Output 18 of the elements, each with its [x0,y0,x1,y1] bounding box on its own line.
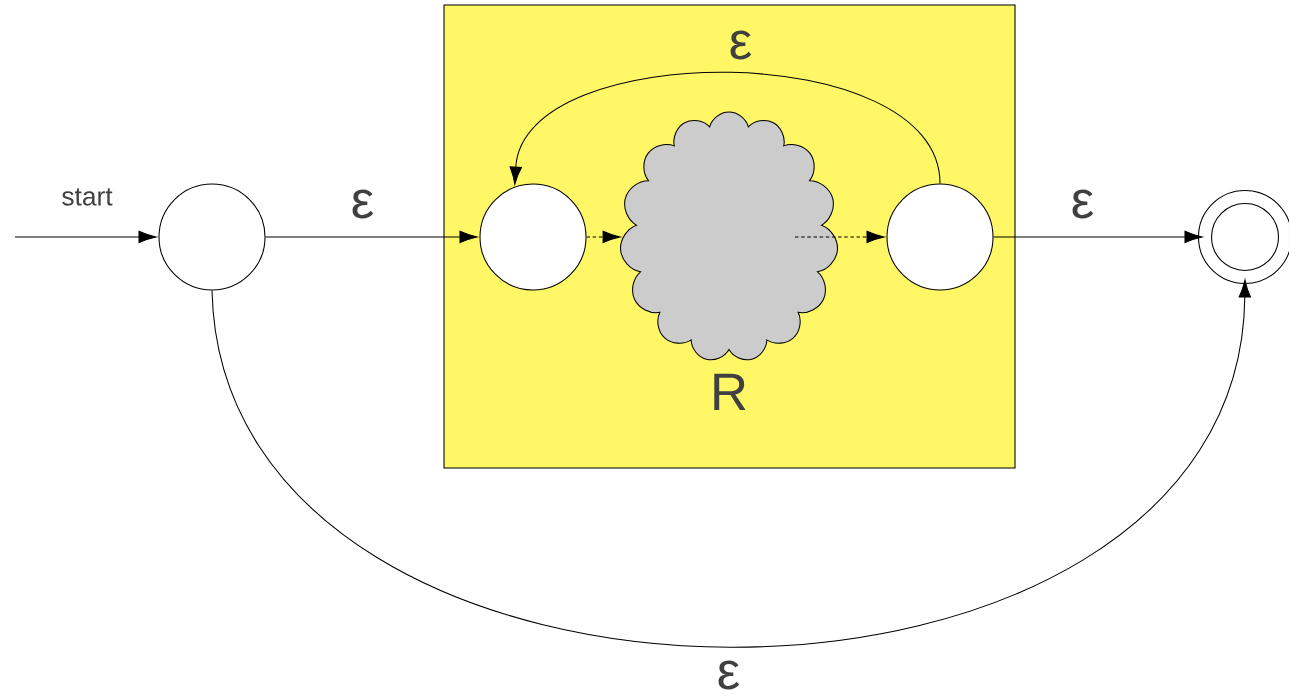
arrow [211,279,1251,648]
edge-label: ε [718,660,740,690]
arrow [509,71,941,185]
state-circle [479,183,587,291]
arrow [265,230,478,244]
edge-label: ε [730,30,752,60]
state-circle [886,183,994,291]
cloud-label: R [714,373,746,411]
edge-label: ε [1072,189,1094,219]
arrow [993,230,1203,244]
arrow [794,230,885,244]
arrow [14,230,157,244]
edge-label: ε [352,189,374,219]
cloud-shape [620,111,838,361]
accept-state-circle [1197,189,1289,285]
arrow [586,230,621,244]
state-circle [158,183,266,291]
edge-label: start [62,188,113,206]
